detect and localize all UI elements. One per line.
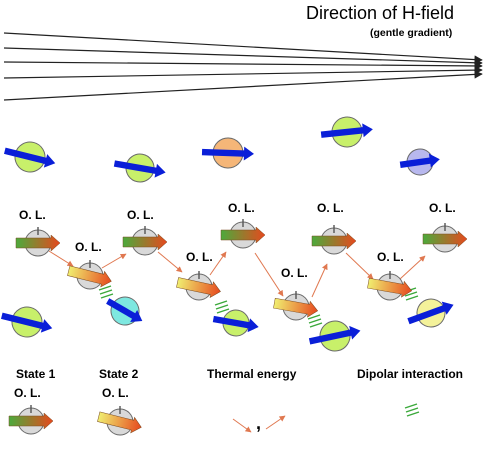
- ol-particle-state-1: [122, 226, 168, 256]
- state-2-arrow: [176, 277, 221, 299]
- moment-arrow: [0, 312, 53, 333]
- state-2-arrow: [367, 277, 413, 298]
- free-particle: [308, 320, 361, 352]
- free-particle: [201, 137, 254, 169]
- ol-label: O. L.: [377, 250, 404, 264]
- ol-label: O. L.: [102, 386, 129, 400]
- ol-label: O. L.: [14, 386, 41, 400]
- legend-thermal-energy: Thermal energy: [207, 367, 297, 381]
- ol-particle-state-1: [422, 223, 468, 253]
- free-particle: [212, 309, 259, 337]
- dipolar-marker: [98, 285, 114, 299]
- moment-arrow: [407, 301, 454, 325]
- moment-arrow: [201, 146, 254, 161]
- moment-arrow: [320, 123, 373, 138]
- diagram-title: Direction of H-field: [306, 3, 455, 23]
- field-line: [3, 65, 483, 79]
- ol-particle-state-2: [367, 271, 413, 301]
- free-particle: [113, 153, 166, 183]
- thermal-arrow: [101, 253, 127, 269]
- free-particle: [106, 296, 143, 326]
- ol-label: O. L.: [228, 201, 255, 215]
- thermal-arrow: [157, 251, 183, 273]
- thermal-arrow: [311, 263, 328, 298]
- state-1-arrow: [15, 234, 61, 252]
- thermal-arrow: [254, 252, 284, 297]
- legend-state-2: State 2: [99, 367, 139, 381]
- ol-label: O. L.: [317, 201, 344, 215]
- ol-particle-state-1: [311, 225, 357, 255]
- legend-dipolar-marker: [404, 403, 420, 417]
- state-1-arrow: [122, 233, 168, 251]
- state-2-arrow: [273, 297, 319, 318]
- ol-label: O. L.: [127, 208, 154, 222]
- ol-particle-state-1: [15, 227, 61, 257]
- free-particle: [3, 141, 56, 173]
- legend-thermal-arrow: [232, 418, 252, 433]
- dipolar-marker: [214, 300, 230, 314]
- ol-particle-state-2: [67, 260, 112, 290]
- legend-dipolar-interaction: Dipolar interaction: [357, 367, 464, 381]
- state-2-arrow: [67, 265, 112, 288]
- thermal-arrow: [345, 252, 374, 280]
- ol-label: O. L.: [429, 201, 456, 215]
- particles: [0, 116, 468, 436]
- field-lines: [3, 32, 483, 101]
- thermal-arrows: [48, 250, 426, 433]
- state-1-arrow: [422, 230, 468, 248]
- ol-label: O. L.: [75, 240, 102, 254]
- state-1-arrow: [220, 226, 266, 244]
- legend-thermal-arrow: [265, 415, 286, 430]
- field-line: [3, 61, 483, 71]
- thermal-arrow: [209, 251, 227, 276]
- moment-arrow: [308, 325, 361, 345]
- ol-label: O. L.: [186, 250, 213, 264]
- ol-particle-state-2: [176, 271, 221, 301]
- moment-arrow: [399, 153, 440, 168]
- field-line: [3, 32, 483, 64]
- thermal-arrow: [48, 250, 74, 267]
- free-particle: [0, 306, 53, 338]
- ol-particle-state-1: [220, 219, 266, 249]
- legend-state-1: State 1: [16, 367, 56, 381]
- free-particle: [320, 116, 373, 148]
- diagram-subtitle: (gentle gradient): [370, 27, 453, 39]
- moment-arrow: [3, 147, 56, 168]
- free-particle: [407, 298, 454, 328]
- dipolar-marker: [307, 314, 323, 328]
- moment-arrow: [106, 298, 143, 323]
- moment-arrow: [113, 160, 166, 178]
- state-1-arrow: [8, 412, 54, 430]
- ol-label: O. L.: [19, 208, 46, 222]
- ol-particle-state-1: [8, 405, 54, 435]
- free-particle: [399, 148, 440, 176]
- thermal-arrow: [399, 255, 426, 280]
- field-line: [3, 47, 483, 67]
- ol-particle-state-2: [273, 291, 319, 321]
- dipolar-markers: [98, 285, 420, 417]
- ol-particle-state-2: [97, 406, 142, 436]
- moment-arrow: [212, 315, 259, 333]
- ol-label: O. L.: [281, 266, 308, 280]
- state-2-arrow: [97, 411, 142, 434]
- legend-separator: ,: [256, 413, 262, 433]
- state-1-arrow: [311, 232, 357, 250]
- field-line: [3, 70, 483, 101]
